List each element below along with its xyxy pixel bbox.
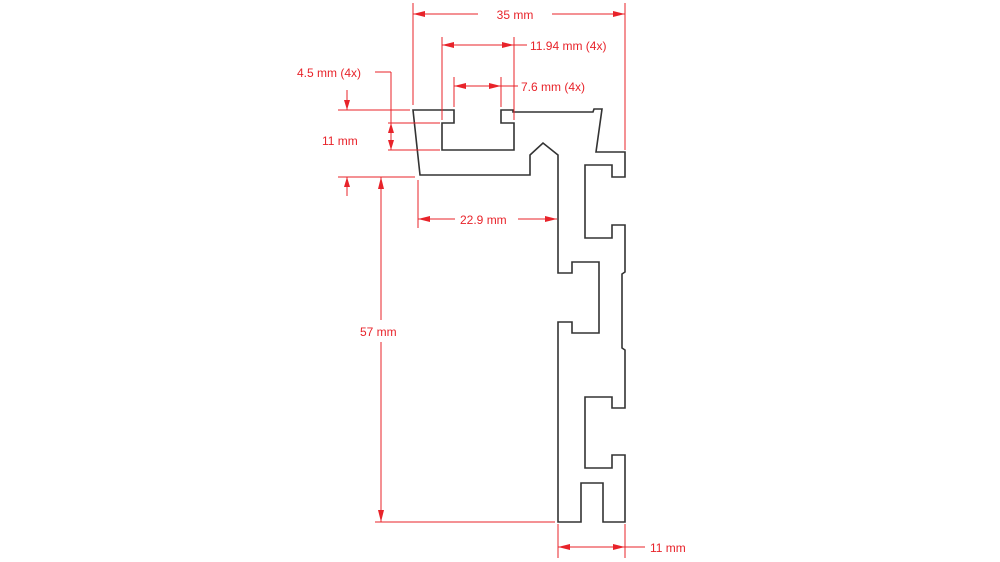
- extrusion-profile-outline: [412, 108, 626, 523]
- dimension-slot-lip-height: 4.5 mm (4x): [297, 66, 440, 124]
- label-web-height: 57 mm: [360, 325, 397, 339]
- dimension-flange-offset: 22.9 mm: [417, 180, 557, 228]
- label-flange-offset: 22.9 mm: [460, 213, 507, 227]
- dimension-web-width: 11 mm: [557, 524, 686, 558]
- label-web-width: 11 mm: [650, 541, 686, 555]
- dimension-slot-depth: 11 mm: [322, 123, 440, 151]
- label-slot-outer-width: 11.94 mm (4x): [530, 39, 606, 53]
- label-overall-width: 35 mm: [497, 8, 534, 22]
- label-slot-depth: 11 mm: [322, 134, 358, 148]
- dimension-web-height: 57 mm: [338, 176, 555, 523]
- dimension-slot-opening-width: 7.6 mm (4x): [453, 77, 585, 107]
- dimension-overall-width: 35 mm: [412, 3, 626, 150]
- label-slot-opening-width: 7.6 mm (4x): [521, 80, 585, 94]
- label-slot-lip-height: 4.5 mm (4x): [297, 66, 361, 80]
- dimension-slot-outer-width: 11.94 mm (4x): [441, 37, 606, 120]
